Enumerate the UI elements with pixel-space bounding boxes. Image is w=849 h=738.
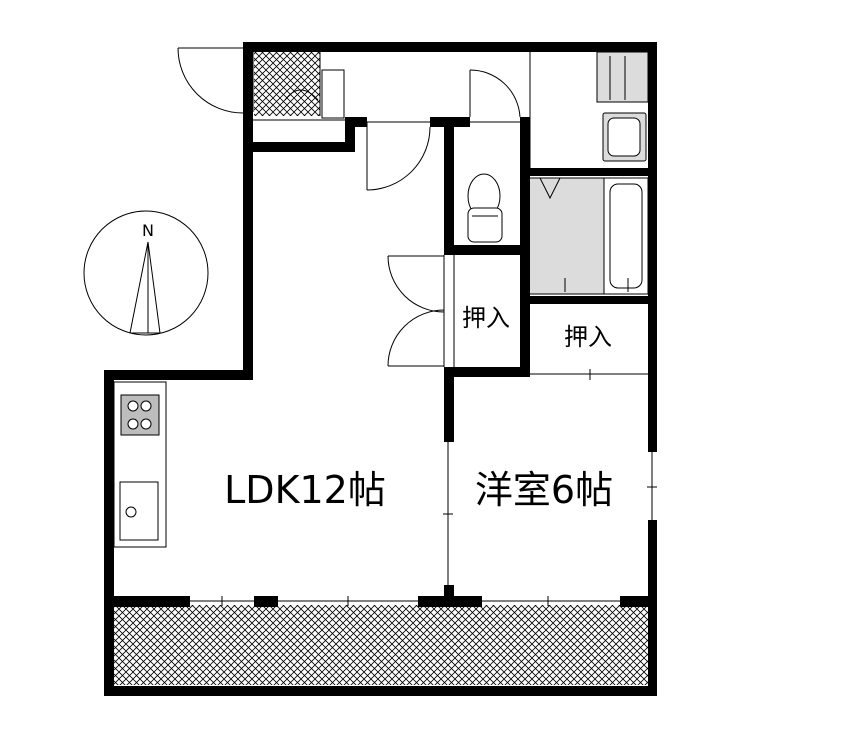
door-swings [177,47,521,367]
entrance-floor [254,52,320,116]
north-compass: N [83,210,209,336]
kitchen-counter [113,381,167,548]
ldk-label: LDK12帖 [224,468,386,512]
bathroom-floor [527,177,605,295]
toilet [467,173,503,243]
north-label: N [142,221,154,240]
western-room-label: 洋室6帖 [475,468,613,512]
shoe-shelf [284,69,345,119]
laundry-area [596,51,649,162]
walls [104,42,657,696]
balcony [112,605,648,685]
slide-marks [216,369,657,606]
closet-left-label: 押入 [462,304,510,332]
bathtub [539,177,649,295]
closet-right-label: 押入 [564,323,612,351]
